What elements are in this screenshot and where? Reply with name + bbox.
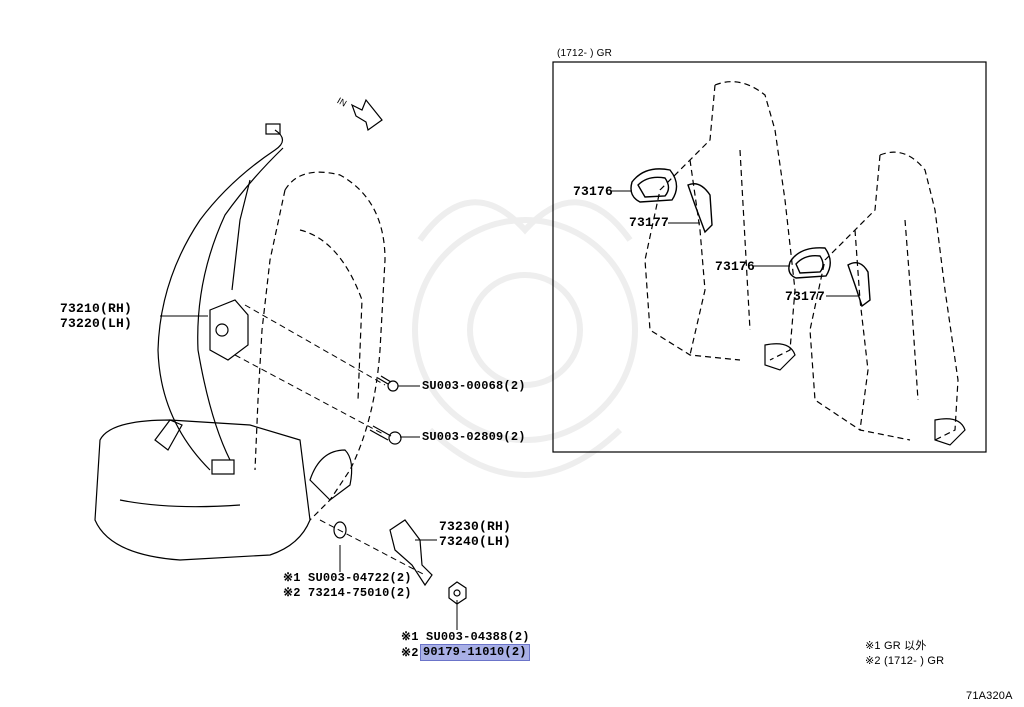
part-buckle-lh[interactable]: 73240(LH) — [439, 534, 512, 549]
direction-arrow-icon — [350, 98, 383, 132]
belt-guide-icon — [630, 168, 871, 308]
seat-belt-webbing — [157, 123, 284, 471]
buckle-icon — [389, 519, 433, 587]
solid-leaders — [160, 315, 458, 630]
part-bolt-a[interactable]: SU003-00068(2) — [422, 379, 526, 393]
part-nut-2-mark: ※2 — [401, 646, 419, 660]
inset-leaders — [612, 190, 858, 297]
inset-seat-left — [644, 81, 796, 361]
part-guide-b2[interactable]: 73177 — [785, 289, 826, 304]
inset-seat-base — [764, 343, 966, 446]
seat-side-cover — [309, 449, 353, 501]
part-nut-1[interactable]: ※1 SU003-04388(2) — [401, 630, 530, 644]
inset-frame — [552, 61, 987, 453]
legend-note-2: ※2 (1712- ) GR — [865, 655, 945, 667]
bolt-icon — [369, 375, 402, 445]
figure-code: 71A320A — [966, 690, 1013, 702]
watermark-emblem — [412, 199, 638, 478]
part-washer-1[interactable]: ※1 SU003-04722(2) — [283, 571, 412, 585]
part-nut-2-highlighted[interactable]: 90179-11010(2) — [420, 644, 530, 661]
belt-anchor — [154, 419, 183, 451]
retractor — [209, 299, 249, 475]
seat-cushion — [94, 419, 311, 561]
seat-outline — [254, 171, 386, 521]
part-belt-rh[interactable]: 73210(RH) — [60, 301, 133, 316]
nut-icon — [448, 581, 467, 605]
part-belt-lh[interactable]: 73220(LH) — [60, 316, 133, 331]
part-buckle-rh[interactable]: 73230(RH) — [439, 519, 512, 534]
washer-icon — [333, 521, 347, 539]
part-guide-a2[interactable]: 73176 — [715, 259, 756, 274]
legend-note-1: ※1 GR 以外 — [865, 640, 927, 652]
inset-caption: (1712- ) GR — [557, 48, 612, 59]
leader-lines — [234, 304, 426, 576]
part-guide-b1[interactable]: 73177 — [629, 215, 670, 230]
part-washer-2[interactable]: ※2 73214-75010(2) — [283, 586, 412, 600]
inset-seat-right — [809, 151, 959, 441]
part-guide-a1[interactable]: 73176 — [573, 184, 614, 199]
part-bolt-b[interactable]: SU003-02809(2) — [422, 430, 526, 444]
